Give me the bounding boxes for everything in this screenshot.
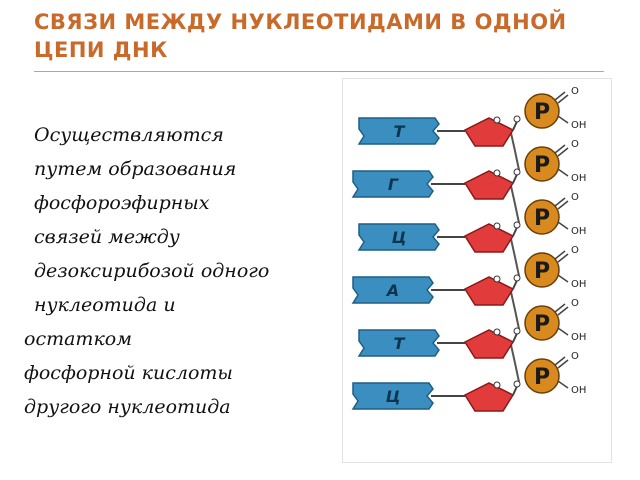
ring-oxygen-marker (493, 275, 501, 283)
double-bond-line (554, 303, 566, 313)
base-tag (357, 117, 440, 145)
hydroxyl-bond (557, 221, 569, 230)
nucleotide: Г P O OH (351, 139, 586, 200)
nucleotide: Ц P O OH (357, 192, 586, 253)
bridge-oxygen-marker (513, 327, 521, 335)
nucleotide: А P O OH (351, 245, 586, 306)
base-letter: А (385, 281, 399, 300)
base-tag (357, 329, 440, 357)
oxygen-label: O (571, 86, 579, 97)
base-letter: Ц (386, 387, 401, 406)
phosphate-circle (524, 305, 560, 341)
phosphate-letter: P (534, 259, 550, 284)
double-bond-line (557, 94, 569, 104)
nucleotide: Ц P O OH (351, 351, 586, 412)
double-bond-line (554, 144, 566, 154)
double-bond-line (557, 359, 569, 369)
deoxyribose-pentagon (463, 117, 515, 147)
deoxyribose-pentagon (463, 382, 515, 412)
body-line: Осуществляются (34, 124, 224, 146)
body-line: связей между (34, 226, 180, 248)
nucleotide: Т P O OH (357, 86, 586, 147)
double-bond-line (554, 91, 566, 101)
dna-strand-figure: Т P O OH Г P O OH Ц P O OH А P O OH Т P O OH Ц P O OH (343, 79, 611, 462)
phosphate-circle (524, 93, 560, 129)
oxygen-label: O (571, 245, 579, 256)
phosphate-letter: P (534, 100, 550, 125)
base-tag (351, 382, 434, 410)
phosphate-circle (524, 252, 560, 288)
body-line: остатком (24, 328, 132, 350)
hydroxyl-bond (557, 380, 569, 389)
double-bond-line (557, 147, 569, 157)
body-line: фосфорной кислоты (24, 362, 233, 384)
phosphate-letter: P (534, 312, 550, 337)
bridge-oxygen-marker (513, 221, 521, 229)
hydroxyl-label: OH (571, 120, 586, 131)
phosphate-letter: P (534, 153, 550, 178)
double-bond-line (554, 250, 566, 260)
base-tag (351, 170, 434, 198)
base-tag (351, 276, 434, 304)
deoxyribose-pentagon (463, 276, 515, 306)
oxygen-label: O (571, 298, 579, 309)
base-letter: Г (388, 175, 399, 194)
base-tag (357, 223, 440, 251)
phosphoester-bond (510, 344, 520, 383)
hydroxyl-bond (557, 115, 569, 124)
double-bond-line (557, 253, 569, 263)
body-line: путем образования (34, 158, 237, 180)
hydroxyl-label: OH (571, 279, 586, 290)
base-letter: Ц (392, 228, 407, 247)
body-line: дезоксирибозой одного (34, 260, 270, 282)
hydroxyl-label: OH (571, 385, 586, 396)
hydroxyl-bond (557, 327, 569, 336)
nucleotide: Т P O OH (357, 298, 586, 359)
deoxyribose-pentagon (463, 170, 515, 200)
oxygen-label: O (571, 351, 579, 362)
body-line: фосфороэфирных (34, 192, 210, 214)
phosphoester-bond (510, 238, 520, 277)
oxygen-label: O (571, 139, 579, 150)
ring-oxygen-marker (493, 116, 501, 124)
body-line: другого нуклеотида (24, 396, 231, 418)
hydroxyl-label: OH (571, 173, 586, 184)
oxygen-label: O (571, 192, 579, 203)
double-bond-line (557, 200, 569, 210)
ring-oxygen-marker (493, 222, 501, 230)
ring-oxygen-marker (493, 381, 501, 389)
bridge-oxygen-marker (513, 274, 521, 282)
phosphoester-bond (510, 185, 520, 224)
dna-strand-diagram: Т P O OH Г P O OH Ц P O OH А P O OH Т P O OH Ц P O OH (351, 86, 586, 412)
double-bond-line (554, 356, 566, 366)
base-letter: Т (394, 122, 406, 141)
body-line: нуклеотида и (34, 294, 176, 316)
hydroxyl-bond (557, 168, 569, 177)
phosphate-circle (524, 358, 560, 394)
double-bond-line (554, 197, 566, 207)
bridge-oxygen-marker (513, 115, 521, 123)
hydroxyl-bond (557, 274, 569, 283)
deoxyribose-pentagon (463, 329, 515, 359)
bridge-oxygen-marker (513, 380, 521, 388)
phosphoester-bond (510, 291, 520, 330)
phosphoester-bond (510, 132, 520, 171)
phosphate-circle (524, 146, 560, 182)
hydroxyl-label: OH (571, 332, 586, 343)
hydroxyl-label: OH (571, 226, 586, 237)
deoxyribose-pentagon (463, 223, 515, 253)
phosphate-letter: P (534, 365, 550, 390)
double-bond-line (557, 306, 569, 316)
title-underline (34, 71, 604, 72)
phosphate-letter: P (534, 206, 550, 231)
ring-oxygen-marker (493, 328, 501, 336)
bridge-oxygen-marker (513, 168, 521, 176)
slide-title: СВЯЗИ МЕЖДУ НУКЛЕОТИДАМИ В ОДНОЙ ЦЕПИ ДН… (34, 10, 567, 62)
ring-oxygen-marker (493, 169, 501, 177)
base-letter: Т (394, 334, 406, 353)
phosphate-circle (524, 199, 560, 235)
